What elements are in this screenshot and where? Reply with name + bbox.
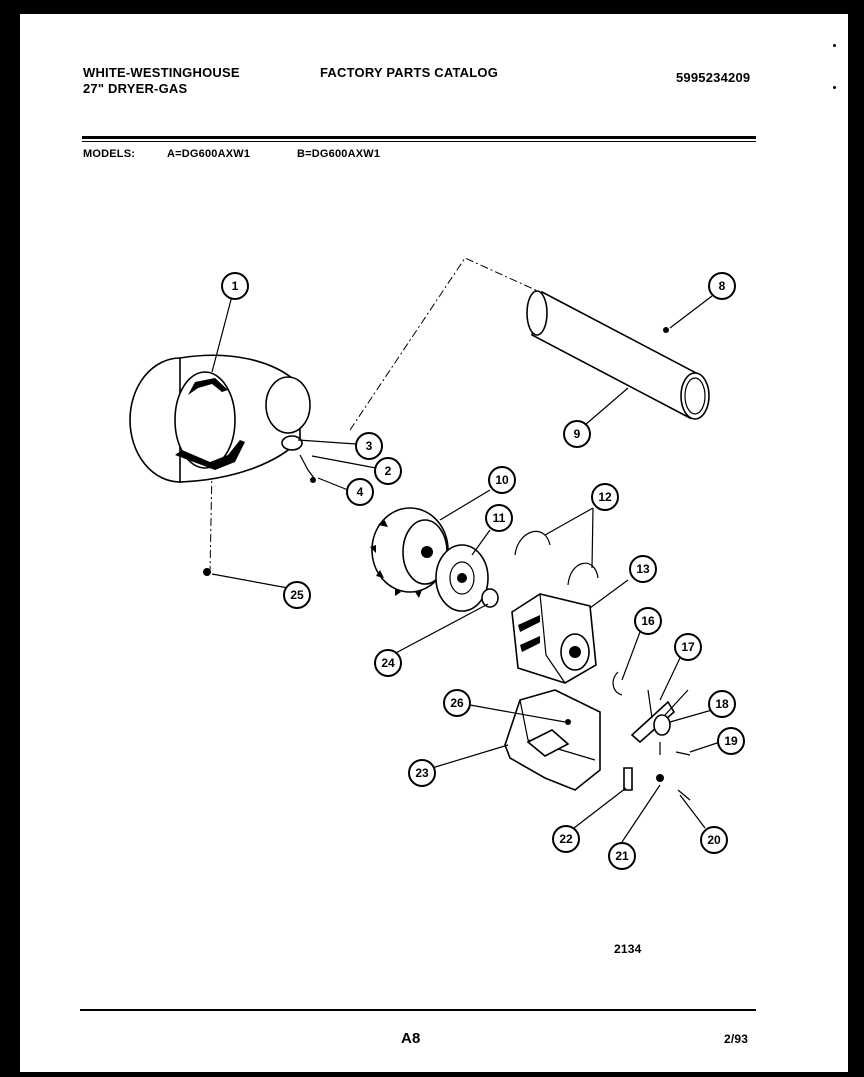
svg-text:1: 1 bbox=[232, 279, 239, 293]
svg-text:25: 25 bbox=[290, 588, 304, 602]
callout-11: 11 bbox=[485, 504, 513, 532]
svg-text:10: 10 bbox=[495, 473, 509, 487]
header-rule-thick bbox=[82, 136, 756, 139]
callout-24: 24 bbox=[374, 649, 402, 677]
drive-motor bbox=[511, 593, 597, 684]
svg-text:8: 8 bbox=[719, 279, 726, 293]
callout-1: 1 bbox=[221, 272, 249, 300]
part-callouts: 1 2 3 4 8 9 10 11 12 13 16 17 18 19 20 2… bbox=[221, 272, 745, 870]
svg-text:20: 20 bbox=[707, 833, 721, 847]
svg-text:21: 21 bbox=[615, 849, 629, 863]
model-a: A=DG600AXW1 bbox=[167, 148, 251, 160]
blower-wheel bbox=[370, 507, 449, 598]
figure-number: 2134 bbox=[614, 942, 642, 956]
svg-text:26: 26 bbox=[450, 696, 464, 710]
svg-text:17: 17 bbox=[681, 640, 695, 654]
callout-10: 10 bbox=[488, 466, 516, 494]
footer-date: 2/93 bbox=[724, 1032, 749, 1046]
svg-text:11: 11 bbox=[493, 511, 506, 525]
callout-25: 25 bbox=[283, 581, 311, 609]
callout-4: 4 bbox=[346, 478, 374, 506]
model-b: B=DG600AXW1 bbox=[297, 148, 381, 160]
svg-text:4: 4 bbox=[357, 485, 364, 499]
svg-text:24: 24 bbox=[381, 656, 395, 670]
blower-housing bbox=[129, 354, 311, 483]
catalog-number: 5995234209 bbox=[676, 70, 751, 85]
margin-mark bbox=[833, 86, 836, 89]
catalog-title: FACTORY PARTS CATALOG bbox=[320, 65, 499, 80]
callout-9: 9 bbox=[563, 420, 591, 448]
motor-clamps bbox=[514, 530, 599, 586]
product-name: 27" DRYER-GAS bbox=[83, 81, 188, 96]
svg-text:19: 19 bbox=[724, 734, 738, 748]
callout-16: 16 bbox=[634, 607, 662, 635]
callout-23: 23 bbox=[408, 759, 436, 787]
svg-text:13: 13 bbox=[636, 562, 650, 576]
brand-name: WHITE-WESTINGHOUSE bbox=[83, 65, 240, 80]
blower-plate bbox=[435, 544, 499, 612]
callout-13: 13 bbox=[629, 555, 657, 583]
svg-text:18: 18 bbox=[715, 697, 729, 711]
svg-text:3: 3 bbox=[366, 439, 373, 453]
callout-12: 12 bbox=[591, 483, 619, 511]
exhaust-duct bbox=[526, 290, 710, 420]
callout-8: 8 bbox=[708, 272, 736, 300]
svg-text:9: 9 bbox=[574, 427, 581, 441]
idler-assembly bbox=[612, 671, 691, 801]
callout-3: 3 bbox=[355, 432, 383, 460]
svg-text:12: 12 bbox=[598, 490, 612, 504]
page-number: A8 bbox=[401, 1030, 421, 1047]
callout-19: 19 bbox=[717, 727, 745, 755]
callout-2: 2 bbox=[374, 457, 402, 485]
header-rule-thin bbox=[82, 141, 756, 142]
motor-mount bbox=[504, 689, 601, 791]
callout-20: 20 bbox=[700, 826, 728, 854]
footer-rule bbox=[80, 1009, 756, 1011]
svg-text:2: 2 bbox=[385, 464, 392, 478]
svg-text:23: 23 bbox=[415, 766, 429, 780]
callout-26: 26 bbox=[443, 689, 471, 717]
svg-text:16: 16 bbox=[641, 614, 655, 628]
assembly-guide-lines bbox=[209, 257, 541, 573]
models-label: MODELS: bbox=[83, 148, 136, 160]
margin-mark bbox=[833, 44, 836, 47]
callout-21: 21 bbox=[608, 842, 636, 870]
callout-18: 18 bbox=[708, 690, 736, 718]
small-fittings bbox=[203, 327, 669, 576]
svg-text:22: 22 bbox=[559, 832, 573, 846]
callout-17: 17 bbox=[674, 633, 702, 661]
callout-22: 22 bbox=[552, 825, 580, 853]
leader-lines bbox=[211, 295, 721, 843]
